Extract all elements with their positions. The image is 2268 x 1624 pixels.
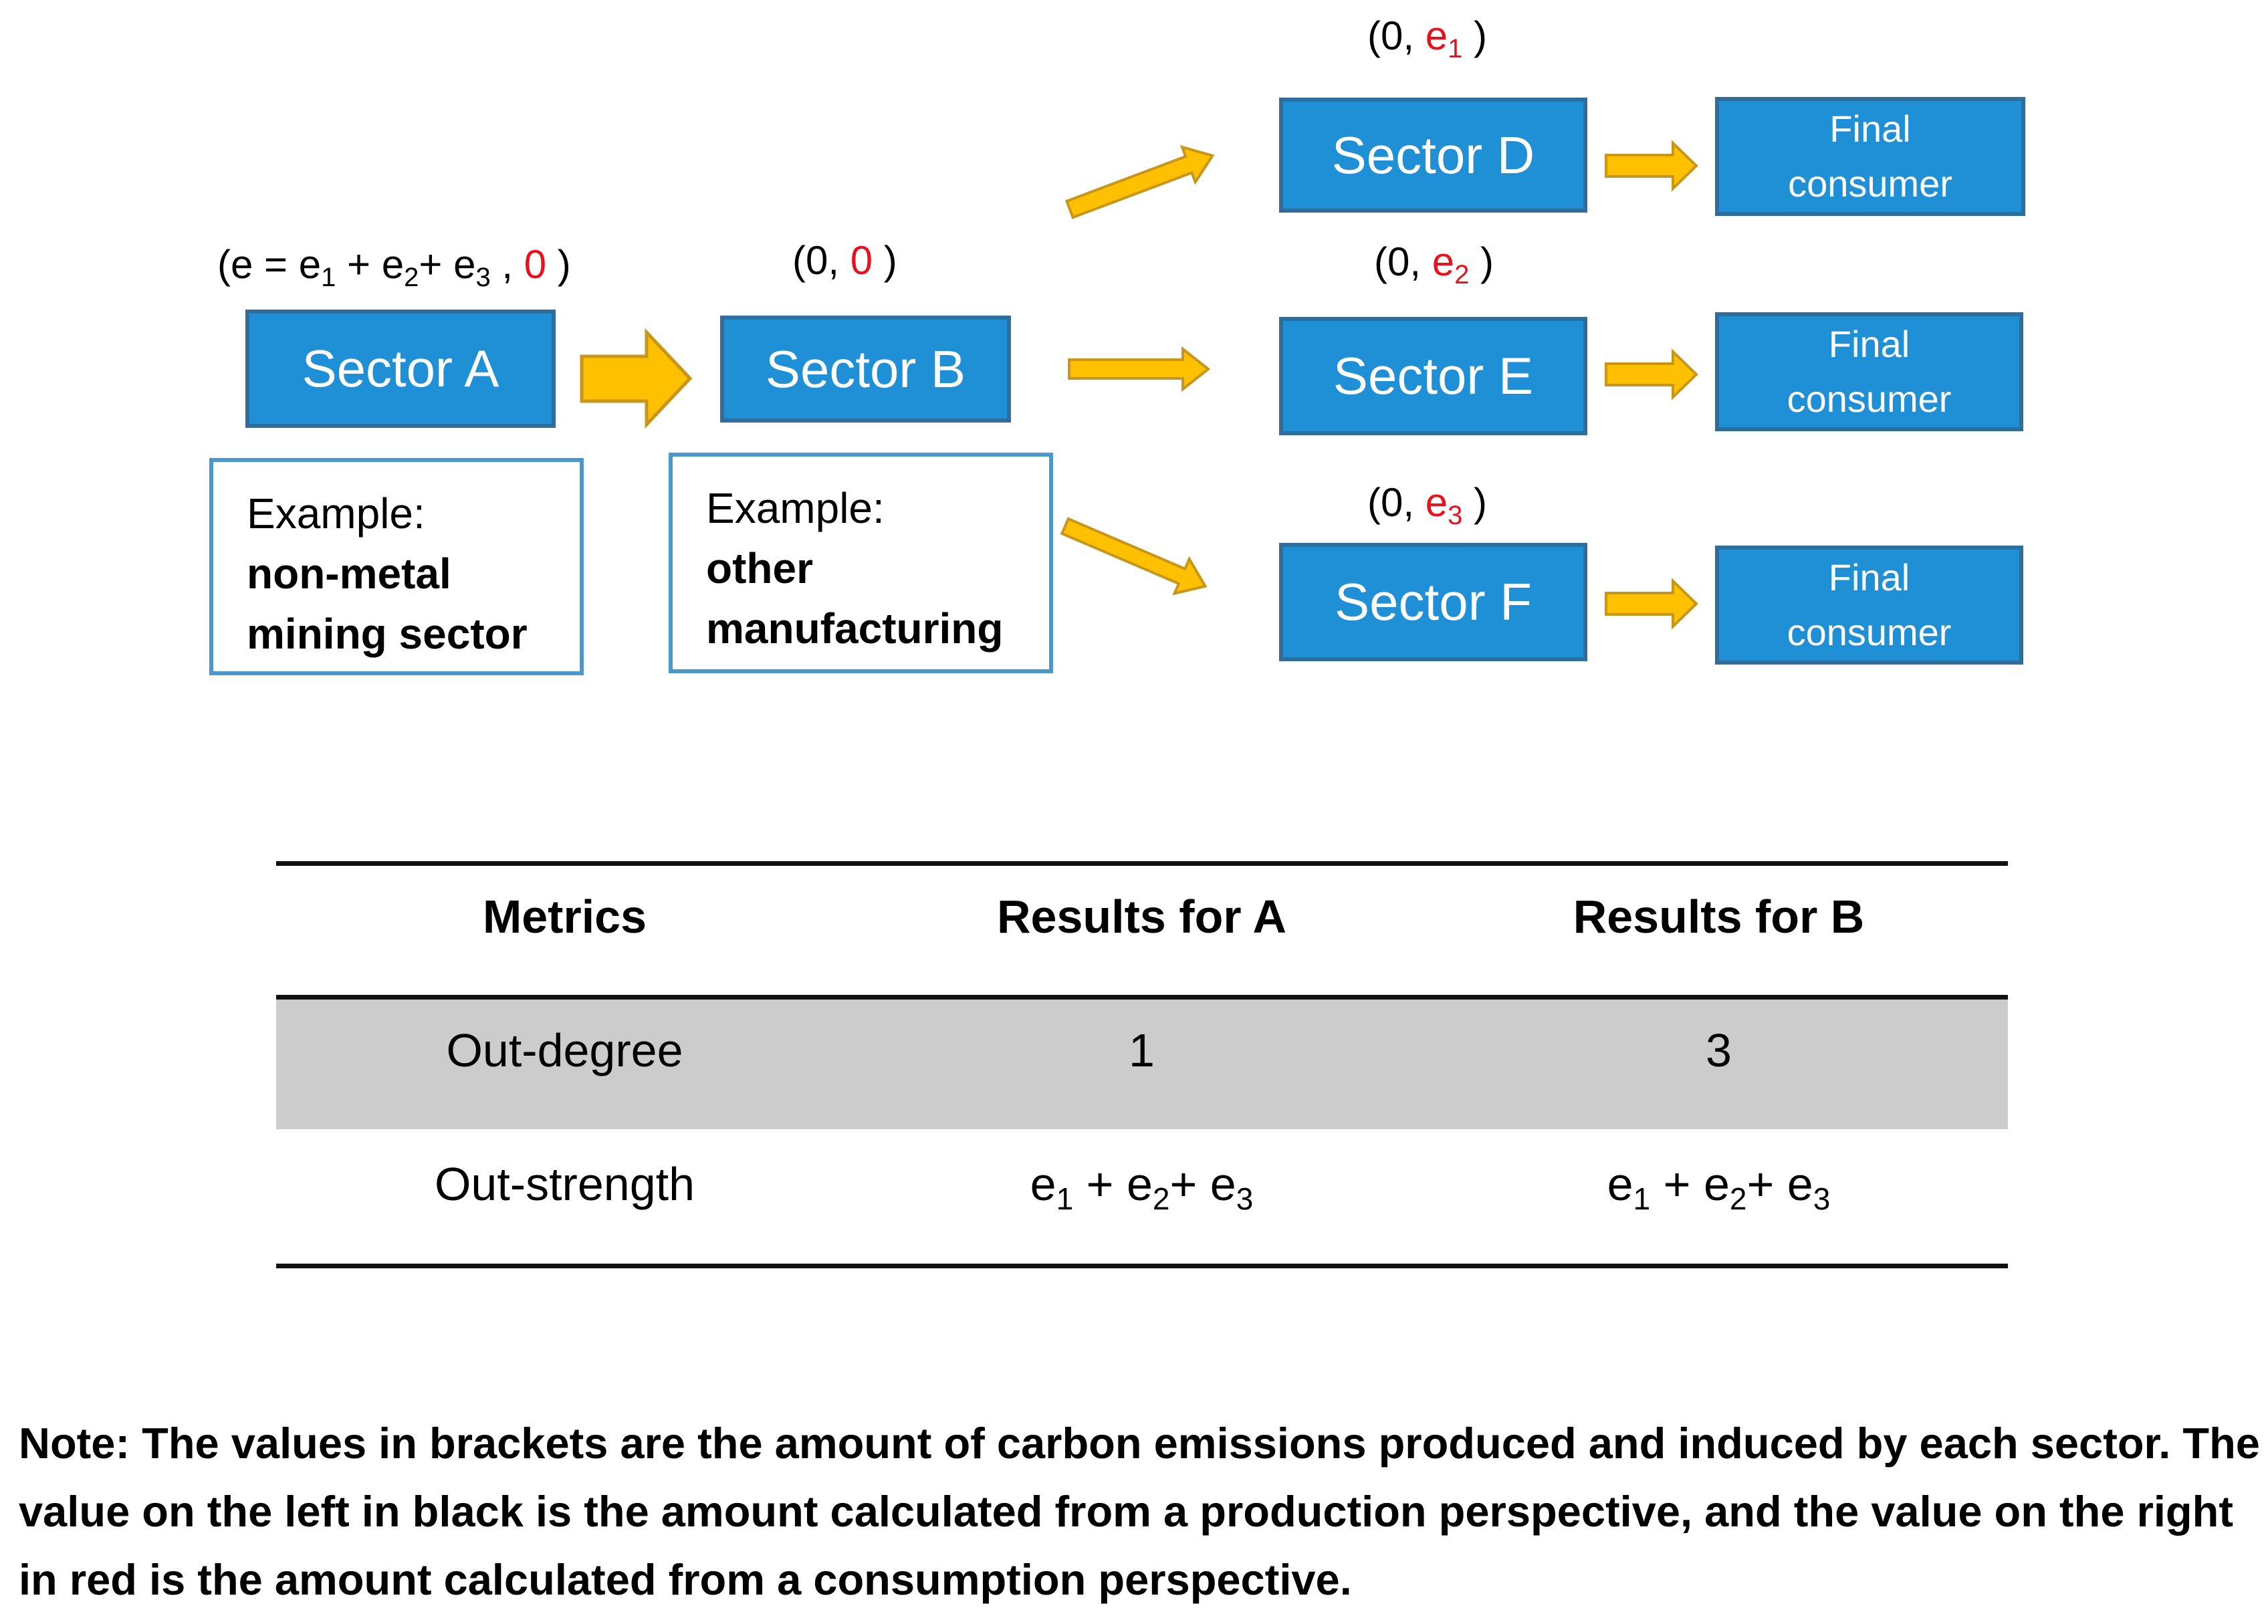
arrows-layer — [580, 140, 1698, 630]
arrow-b-to-e-icon — [1068, 346, 1211, 392]
final-consumer-line1: Final — [1829, 108, 1911, 150]
example-a-line1: non-metal — [247, 550, 451, 598]
sector-e-box: Sector E — [1279, 317, 1587, 435]
arrow-a-to-b-icon — [580, 328, 693, 429]
table-header-rule — [276, 995, 2008, 1000]
table-header-metrics: Metrics — [482, 891, 647, 943]
example-b-line2: manufacturing — [706, 604, 1004, 653]
sector-d-value-label: (0, e1 ) — [1367, 13, 1487, 64]
out-degree-a: 1 — [1129, 1024, 1155, 1076]
sector-e-label: Sector E — [1333, 346, 1534, 405]
table-bottom-rule — [276, 1264, 2008, 1268]
out-strength-metric: Out-strength — [434, 1158, 695, 1210]
out-strength-a: e1 + e2+ e3 — [1030, 1158, 1254, 1216]
example-b-box: Example: other manufacturing — [669, 453, 1053, 673]
table-header-results-b: Results for B — [1573, 891, 1865, 943]
final-consumer-f-box: Final consumer — [1715, 546, 2023, 665]
sector-b-label: Sector B — [765, 339, 966, 398]
final-consumer-line1: Final — [1828, 556, 1910, 598]
final-consumer-e-box: Final consumer — [1715, 312, 2023, 431]
sector-d-box: Sector D — [1279, 98, 1587, 213]
sector-a-box: Sector A — [245, 310, 556, 428]
arrow-d-to-final-icon — [1605, 140, 1698, 192]
sector-d-label: Sector D — [1331, 125, 1535, 185]
sector-b-box: Sector B — [720, 316, 1011, 423]
final-consumer-line1: Final — [1828, 323, 1910, 365]
arrow-e-to-final-icon — [1605, 348, 1698, 400]
example-a-box: Example: non-metal mining sector — [209, 458, 584, 675]
sector-a-label: Sector A — [302, 339, 499, 398]
sector-f-label: Sector F — [1335, 572, 1532, 631]
arrow-b-to-f-icon — [1060, 517, 1208, 596]
out-strength-b: e1 + e2+ e3 — [1607, 1158, 1831, 1216]
arrow-b-to-d-icon — [1064, 144, 1215, 219]
example-b-line1: other — [706, 544, 813, 592]
sector-b-value-label: (0, 0 ) — [792, 238, 897, 283]
table-row-highlight — [276, 998, 2008, 1129]
final-consumer-line2: consumer — [1787, 378, 1952, 420]
example-a-heading: Example: — [247, 489, 425, 538]
sector-f-box: Sector F — [1279, 543, 1587, 661]
sector-e-value-label: (0, e2 ) — [1374, 239, 1494, 289]
out-degree-b: 3 — [1706, 1024, 1732, 1076]
table-header-results-a: Results for A — [996, 891, 1287, 943]
arrow-f-to-final-icon — [1605, 578, 1698, 630]
sector-a-value-label: (e = e1 + e2+ e3 , 0 ) — [217, 242, 571, 292]
example-a-line2: mining sector — [247, 610, 528, 658]
figure-note: Note: The values in brackets are the amo… — [19, 1419, 2260, 1604]
sector-f-value-label: (0, e3 ) — [1367, 480, 1487, 530]
final-consumer-d-box: Final consumer — [1715, 97, 2025, 216]
table-top-rule — [276, 861, 2008, 866]
final-consumer-line2: consumer — [1788, 162, 1952, 205]
final-consumer-line2: consumer — [1787, 611, 1952, 653]
example-b-heading: Example: — [706, 484, 885, 532]
out-degree-metric: Out-degree — [446, 1024, 683, 1076]
